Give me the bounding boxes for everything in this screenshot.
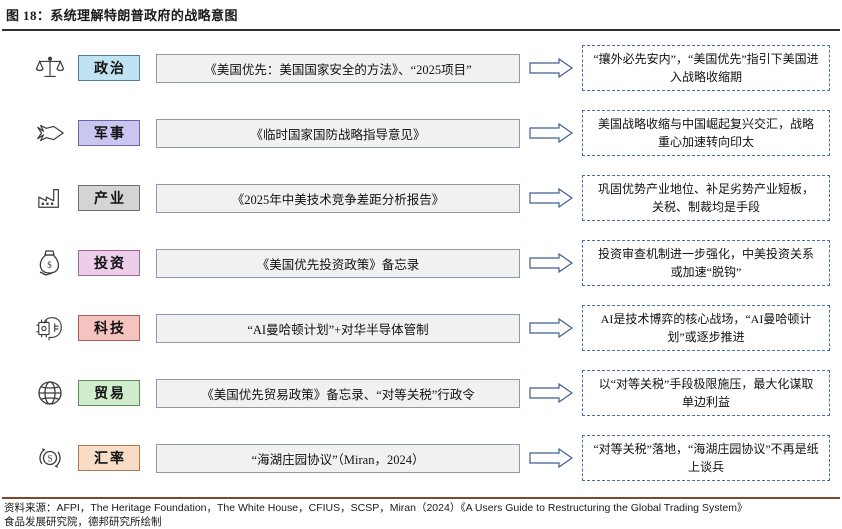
category-chip-politics[interactable]: 政治 [78, 55, 140, 81]
arrow-icon [520, 253, 582, 273]
footer-divider [2, 497, 840, 499]
conclusion-box[interactable]: AI是技术博弈的核心战场，“AI曼哈顿计划”或逐步推进 [582, 305, 830, 351]
table-row: S 汇率 “海湖庄园协议”（Miran，2024） “对等关税”落地，“海湖庄园… [0, 432, 842, 484]
category-chip-industry[interactable]: 产业 [78, 185, 140, 211]
document-box[interactable]: 《美国优先贸易政策》备忘录、“对等关税”行政令 [156, 378, 520, 408]
category-chip-military[interactable]: 军事 [78, 120, 140, 146]
table-row: 贸易 《美国优先贸易政策》备忘录、“对等关税”行政令 以“对等关税”手段极限施压… [0, 367, 842, 419]
conclusion-box[interactable]: 美国战略收缩与中国崛起复兴交汇，战略重心加速转向印太 [582, 110, 830, 156]
currency-exchange-icon: S [22, 444, 78, 472]
factory-icon [22, 185, 78, 211]
table-row: 产业 《2025年中美技术竞争差距分析报告》 巩固优势产业地位、补足劣势产业短板… [0, 172, 842, 224]
figure-title: 图 18：系统理解特朗普政府的战略意图 [6, 8, 238, 23]
document-box[interactable]: “AI曼哈顿计划”+对华半导体管制 [156, 313, 520, 343]
document-box[interactable]: 《美国优先投资政策》备忘录 [156, 248, 520, 278]
source-line-2: 食品发展研究院，德邦研究所绘制 [4, 516, 162, 528]
arrow-icon [520, 188, 582, 208]
figure-container: 图 18：系统理解特朗普政府的战略意图 政治 《美国优先：美国国家安全的方法》、… [0, 8, 842, 528]
globe-icon [22, 379, 78, 407]
conclusion-box[interactable]: 以“对等关税”手段极限施压，最大化谋取单边利益 [582, 370, 830, 416]
category-chip-trade[interactable]: 贸易 [78, 380, 140, 406]
document-box[interactable]: 《美国优先：美国国家安全的方法》、“2025项目” [156, 53, 520, 83]
document-box[interactable]: 《临时国家国防战略指导意见》 [156, 118, 520, 148]
arrow-icon [520, 448, 582, 468]
strategy-rows: 政治 《美国优先：美国国家安全的方法》、“2025项目” “攘外必先安内”，“美… [0, 31, 842, 484]
fighter-jet-icon [22, 120, 78, 146]
table-row: $ 投资 《美国优先投资政策》备忘录 投资审查机制进一步强化，中美投资关系或加速… [0, 237, 842, 289]
conclusion-box[interactable]: “对等关税”落地，“海湖庄园协议”不再是纸上谈兵 [582, 435, 830, 481]
document-box[interactable]: “海湖庄园协议”（Miran，2024） [156, 443, 520, 473]
money-bag-icon: $ [22, 248, 78, 278]
arrow-icon [520, 58, 582, 78]
arrow-icon [520, 123, 582, 143]
scales-icon [22, 53, 78, 83]
table-row: 科技 “AI曼哈顿计划”+对华半导体管制 AI是技术博弈的核心战场，“AI曼哈顿… [0, 302, 842, 354]
arrow-icon [520, 383, 582, 403]
svg-text:$: $ [47, 260, 52, 270]
table-row: 政治 《美国优先：美国国家安全的方法》、“2025项目” “攘外必先安内”，“美… [0, 42, 842, 94]
category-chip-technology[interactable]: 科技 [78, 315, 140, 341]
conclusion-box[interactable]: “攘外必先安内”，“美国优先”指引下美国进入战略收缩期 [582, 45, 830, 91]
conclusion-box[interactable]: 巩固优势产业地位、补足劣势产业短板，关税、制裁均是手段 [582, 175, 830, 221]
category-chip-investment[interactable]: 投资 [78, 250, 140, 276]
category-chip-exchange-rate[interactable]: 汇率 [78, 445, 140, 471]
arrow-icon [520, 318, 582, 338]
conclusion-box[interactable]: 投资审查机制进一步强化，中美投资关系或加速“脱钩” [582, 240, 830, 286]
title-divider [2, 29, 840, 31]
svg-text:S: S [47, 454, 52, 464]
ai-brain-icon [22, 313, 78, 343]
table-row: 军事 《临时国家国防战略指导意见》 美国战略收缩与中国崛起复兴交汇，战略重心加速… [0, 107, 842, 159]
source-line-1: 资料来源：AFPI，The Heritage Foundation，The Wh… [4, 501, 748, 514]
document-box[interactable]: 《2025年中美技术竞争差距分析报告》 [156, 183, 520, 213]
